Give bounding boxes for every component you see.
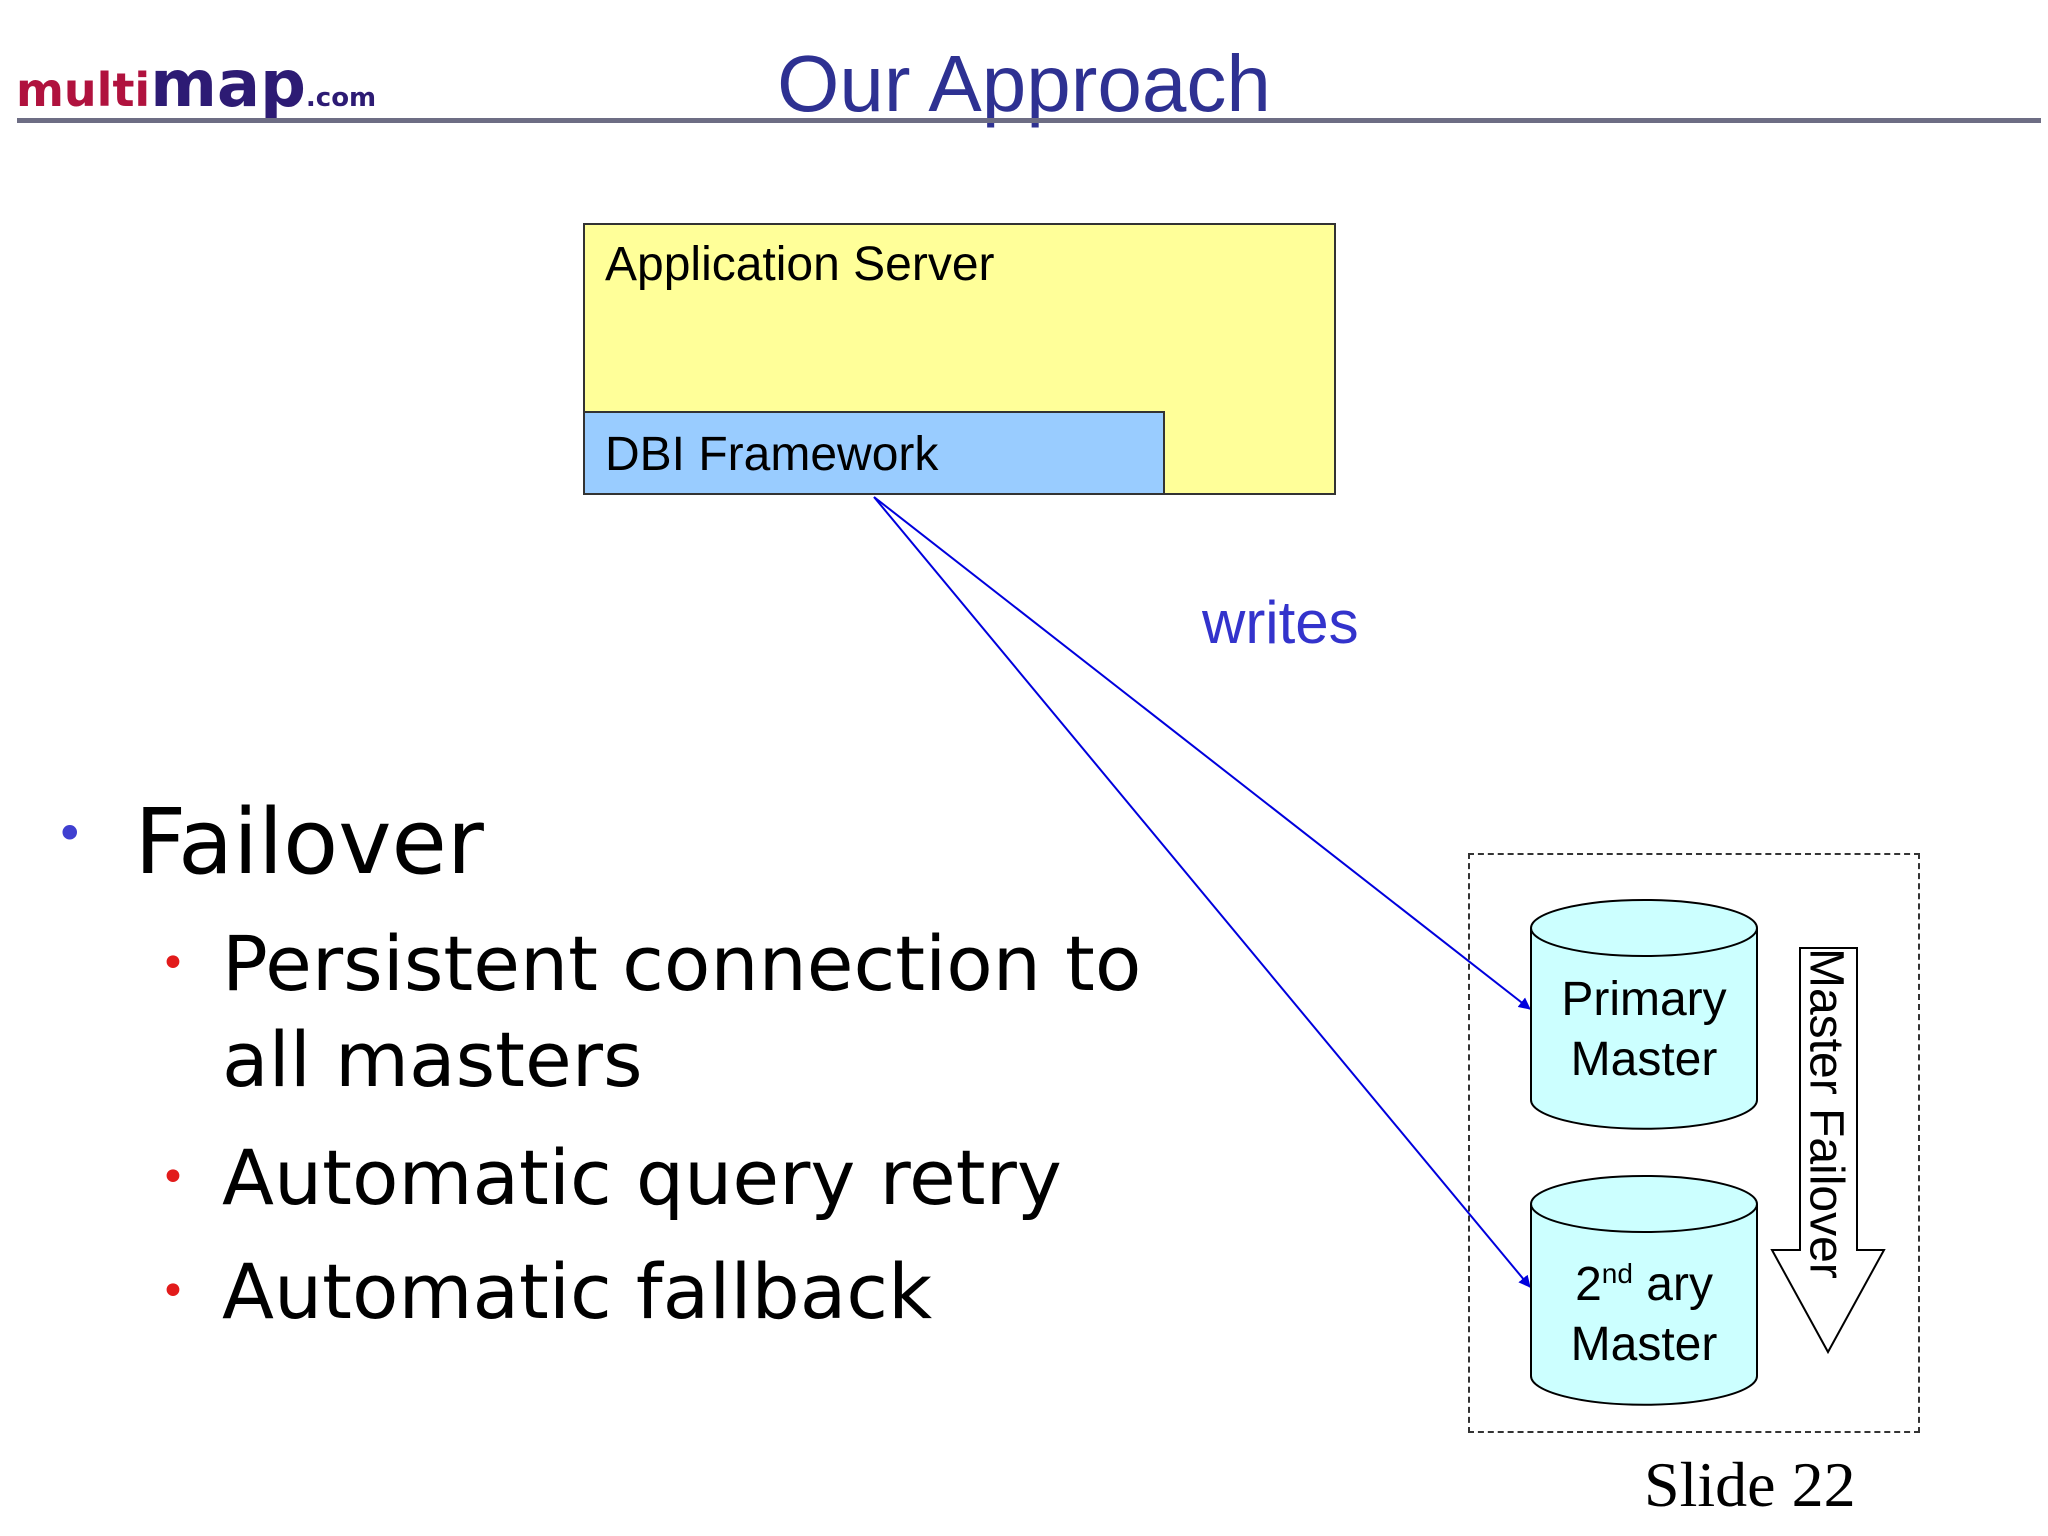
master-failover-group	[1468, 853, 1920, 1433]
write-arrow-secondary	[873, 496, 1531, 1288]
secondary-master-sup: nd	[1601, 1258, 1633, 1289]
multimap-logo: multimap.com	[16, 48, 376, 122]
title-divider	[17, 118, 2041, 123]
slide-title: Our Approach	[777, 39, 1271, 128]
sub-bullet-3-text: Automatic fallback	[222, 1247, 933, 1336]
dbi-framework-box: DBI Framework	[583, 411, 1165, 495]
sub-bullet-3: • Automatic fallback	[160, 1244, 932, 1340]
failover-down-arrow	[1770, 947, 1886, 1355]
logo-com-text: .com	[305, 83, 377, 113]
secondary-master-prefix: 2	[1575, 1258, 1602, 1311]
primary-master-cylinder	[1530, 899, 1758, 1130]
write-arrow-primary	[873, 496, 1531, 1010]
dbi-framework-label: DBI Framework	[605, 428, 939, 481]
sub-bullet-dot-icon: •	[160, 1266, 186, 1317]
writes-label: writes	[1202, 589, 1359, 656]
sub-bullet-2-text: Automatic query retry	[222, 1133, 1062, 1222]
secondary-master-label: 2nd ary Master	[1531, 1244, 1757, 1375]
secondary-master-suffix: ary	[1632, 1258, 1713, 1311]
secondary-master-line2: Master	[1570, 1318, 1718, 1371]
logo-map-text: map	[150, 48, 306, 122]
slide-number: Slide 22	[1644, 1449, 1856, 1520]
sub-bullet-dot-icon: •	[160, 1152, 186, 1203]
primary-master-line1: Primary	[1561, 973, 1727, 1026]
master-failover-label: Master Failover	[1799, 948, 1853, 1279]
sub-bullet-1-line1: Persistent connection to	[222, 919, 1142, 1008]
sub-bullet-1-line2: all masters	[222, 1015, 643, 1104]
secondary-master-cylinder	[1530, 1175, 1758, 1406]
logo-multi-text: multi	[16, 63, 151, 117]
bullet-dot-icon: •	[55, 805, 85, 864]
bullet-failover: • Failover	[55, 790, 484, 895]
application-server-label: Application Server	[605, 238, 995, 291]
primary-master-label: Primary Master	[1531, 970, 1757, 1090]
bullet-failover-text: Failover	[134, 790, 484, 895]
sub-bullet-2: • Automatic query retry	[160, 1130, 1062, 1226]
primary-master-line2: Master	[1570, 1033, 1718, 1086]
sub-bullet-1: • Persistent connection to all masters	[160, 916, 1141, 1108]
sub-bullet-dot-icon: •	[160, 938, 186, 989]
